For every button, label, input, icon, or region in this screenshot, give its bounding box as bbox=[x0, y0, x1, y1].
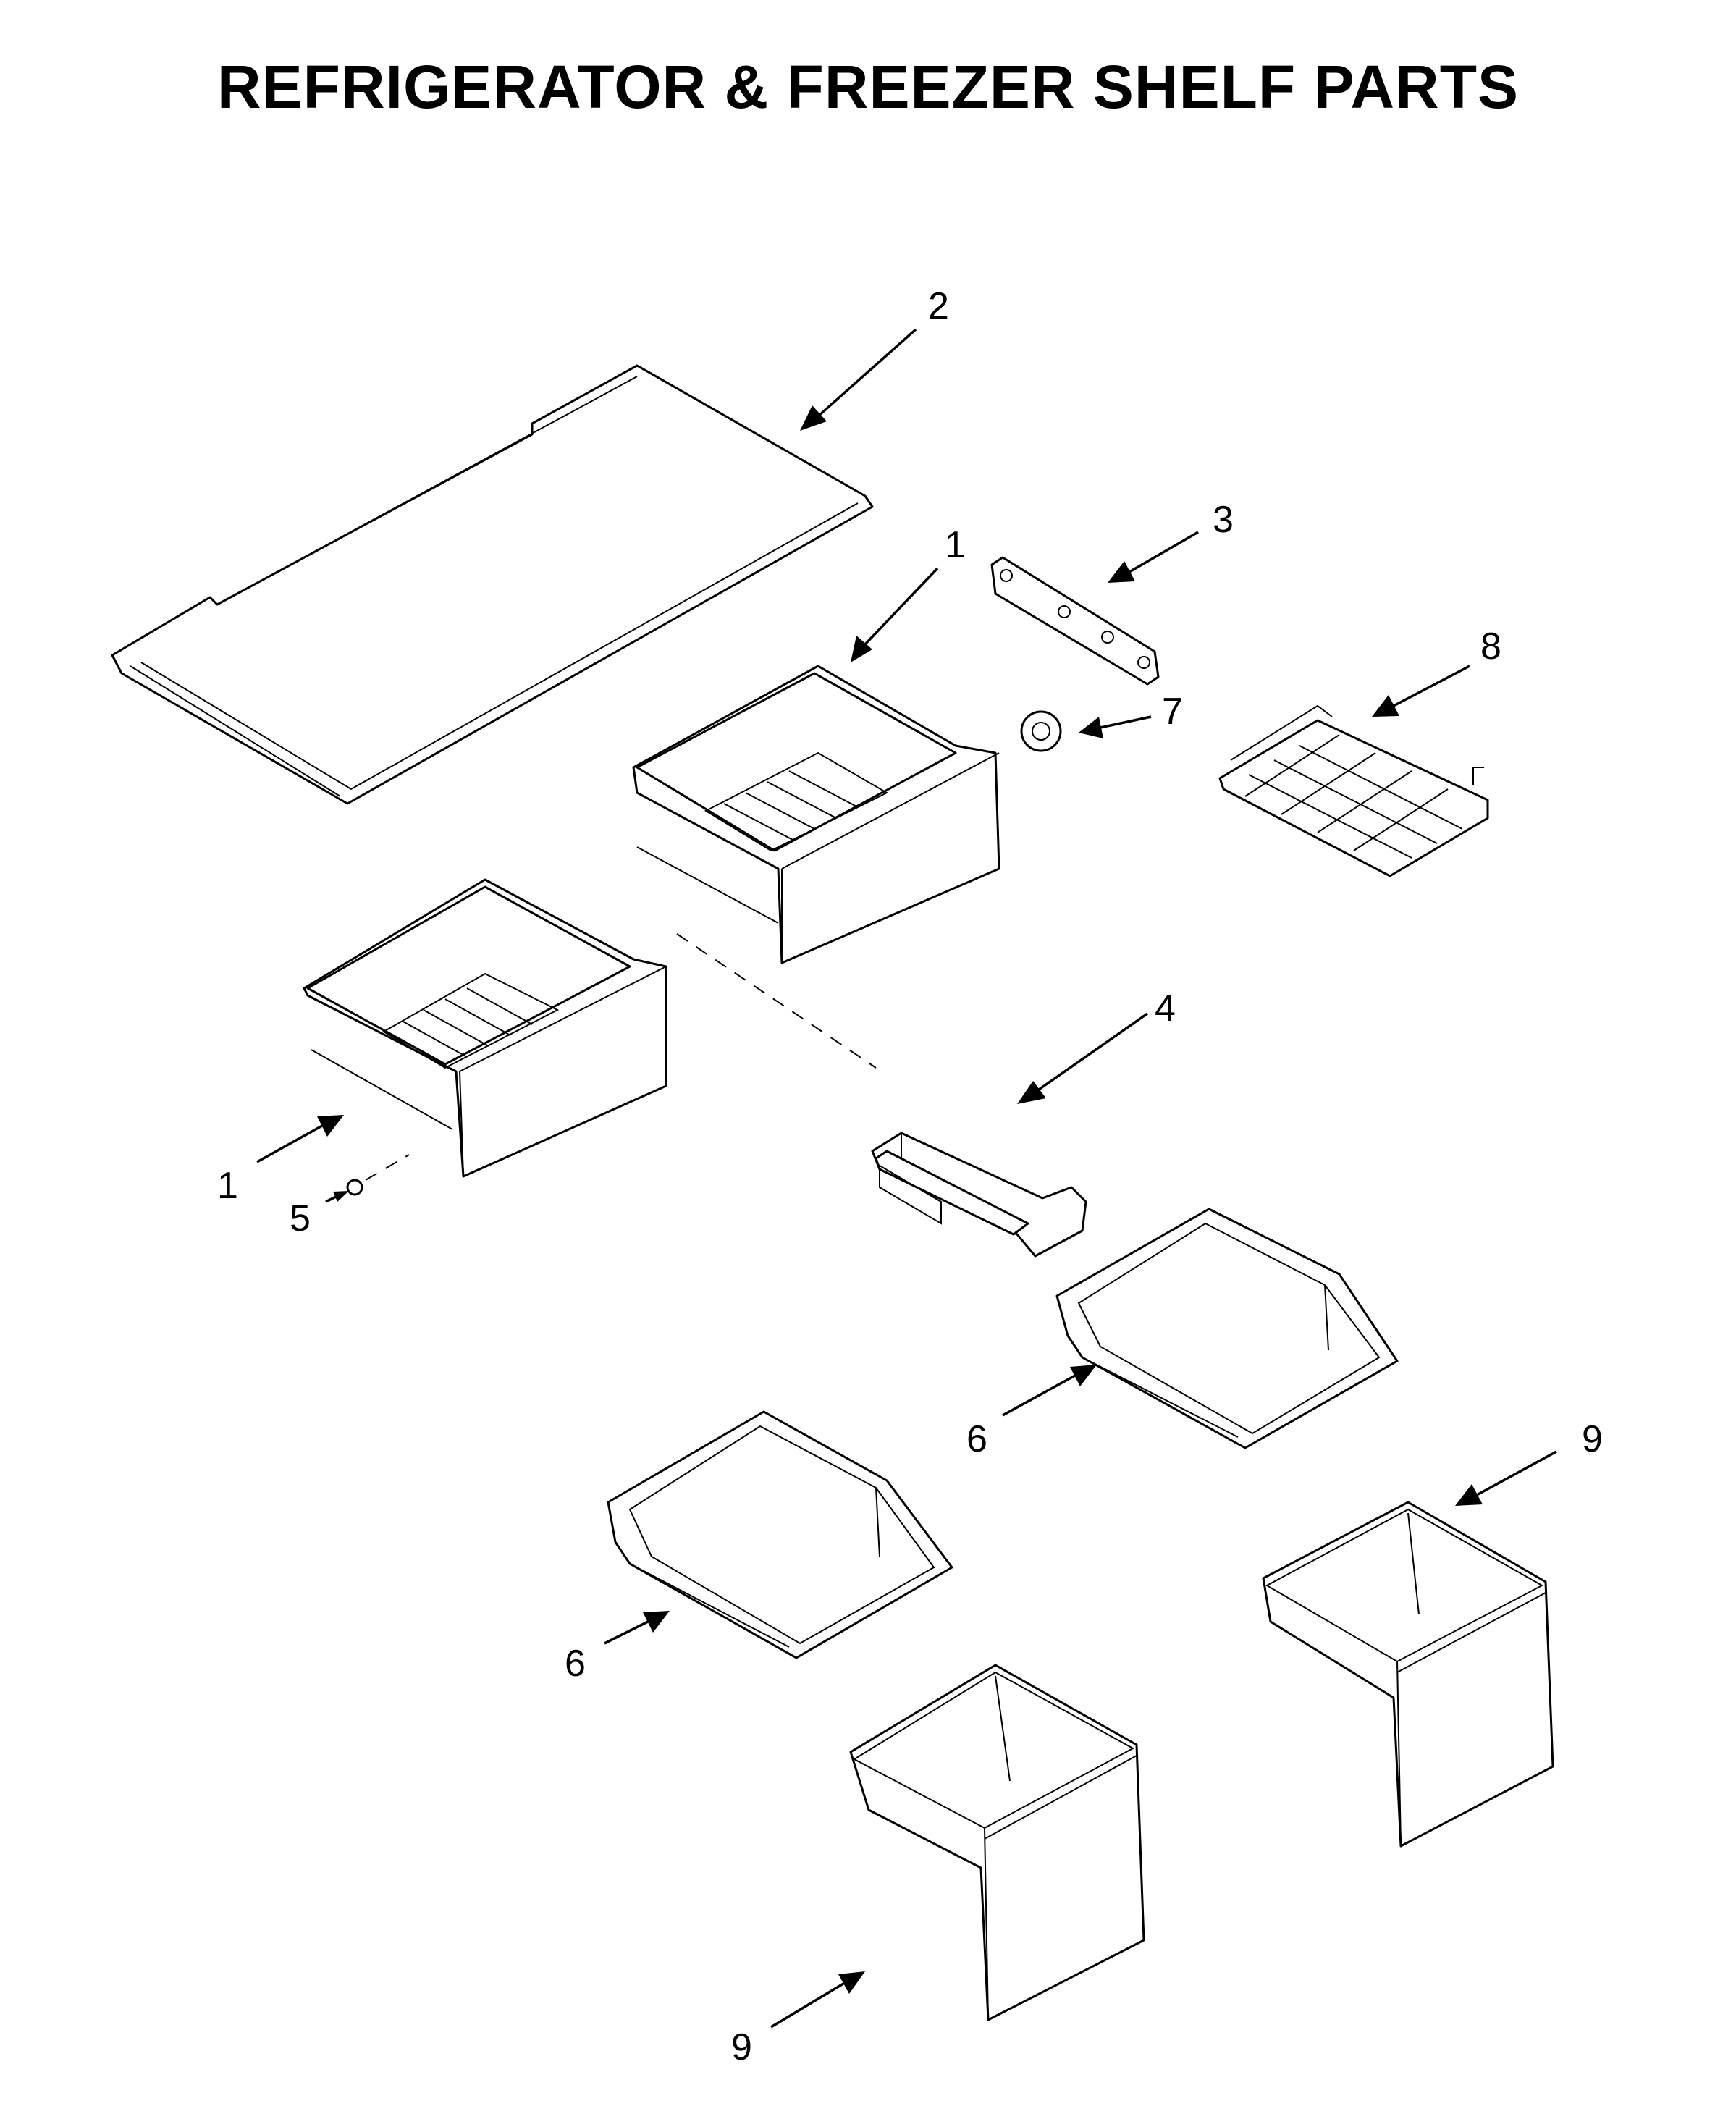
wire-basket-part bbox=[1218, 704, 1489, 877]
callout-label-1-upper: 1 bbox=[945, 524, 966, 566]
callout-label-1-lower: 1 bbox=[217, 1165, 238, 1207]
freezer-bin-bottom-part bbox=[849, 1664, 1145, 2021]
callout-label-9-right: 9 bbox=[1582, 1418, 1603, 1460]
callout-arrow-6-right bbox=[1002, 1365, 1097, 1417]
freezer-tray-right-part bbox=[1055, 1208, 1399, 1449]
callout-arrow-4 bbox=[1017, 1012, 1149, 1104]
callout-arrow-1-lower bbox=[256, 1115, 344, 1163]
slide-support-part bbox=[871, 1132, 1087, 1258]
callout-label-9-bottom: 9 bbox=[731, 2026, 752, 2068]
callout-label-6-right: 6 bbox=[966, 1418, 987, 1460]
callout-arrow-9-bottom bbox=[770, 1971, 865, 2029]
callout-label-8: 8 bbox=[1480, 626, 1501, 667]
freezer-bin-right-part bbox=[1262, 1501, 1554, 1848]
callout-arrow-2 bbox=[800, 328, 917, 431]
callout-arrow-6-left bbox=[604, 1611, 670, 1645]
alignment-dashed-line bbox=[676, 933, 877, 1069]
callout-label-3: 3 bbox=[1213, 499, 1234, 541]
callout-arrow-8 bbox=[1372, 665, 1470, 717]
callout-arrow-1-upper bbox=[851, 567, 939, 662]
callout-arrow-9-right bbox=[1455, 1450, 1557, 1506]
callout-label-6-left: 6 bbox=[565, 1643, 586, 1685]
rail-bracket-part bbox=[990, 556, 1160, 686]
roller-part bbox=[1020, 710, 1062, 752]
callout-arrow-5 bbox=[325, 1191, 349, 1203]
page-title: REFRIGERATOR & FREEZER SHELF PARTS bbox=[216, 53, 1520, 121]
glass-shelf-part bbox=[111, 364, 874, 805]
crisper-drawer-upper-part bbox=[632, 665, 1000, 964]
callout-arrow-3 bbox=[1108, 531, 1199, 583]
freezer-tray-left-part bbox=[607, 1410, 953, 1659]
bumper-part bbox=[346, 1179, 363, 1196]
bumper-dashed-line bbox=[365, 1154, 410, 1181]
callout-arrow-7 bbox=[1079, 715, 1152, 738]
callout-label-5: 5 bbox=[290, 1197, 311, 1239]
callout-label-4: 4 bbox=[1155, 987, 1176, 1029]
crisper-drawer-lower-part bbox=[303, 878, 667, 1178]
callout-label-2: 2 bbox=[928, 285, 949, 327]
callout-label-7: 7 bbox=[1162, 691, 1183, 733]
